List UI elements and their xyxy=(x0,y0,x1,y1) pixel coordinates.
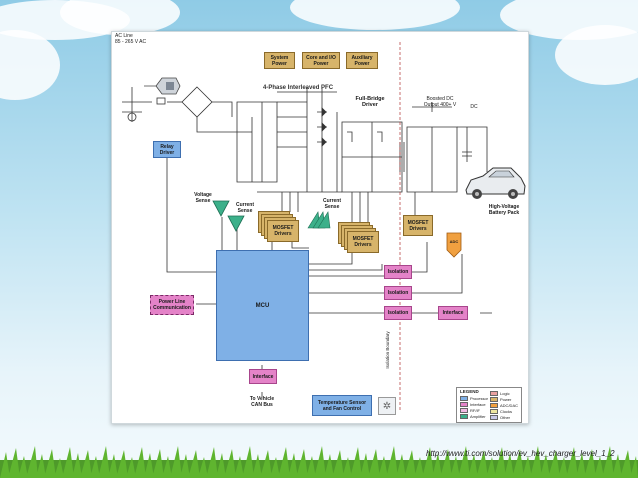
current-sense-label: Current Sense xyxy=(235,202,255,214)
adc-label: ADC xyxy=(449,239,459,244)
isolation-box-3: Isolation xyxy=(384,306,412,320)
cloud xyxy=(290,0,460,30)
ev-car-icon xyxy=(465,167,526,199)
legend-swatch xyxy=(490,403,498,409)
dc-label: DC xyxy=(470,104,478,110)
legend-swatch xyxy=(490,409,498,415)
core-io-power-box: Core and I/O Power xyxy=(302,52,340,69)
cloud xyxy=(60,0,180,35)
legend-swatch xyxy=(490,391,498,397)
source-url[interactable]: http://www.ti.com/solution/ev_hev_charge… xyxy=(426,449,615,458)
ac-plug-icon xyxy=(144,77,181,95)
isolation-box-1: Isolation xyxy=(384,265,412,279)
voltage-sense-label: Voltage Sense xyxy=(194,192,212,204)
cloud xyxy=(0,30,60,100)
mosfet-drivers-output: MOSFET Drivers xyxy=(403,215,433,236)
legend-item: Logic xyxy=(490,391,510,397)
mosfet-drivers-bridge: MOSFET Drivers xyxy=(347,231,379,253)
relay-driver-box: Relay Driver xyxy=(153,141,181,158)
legend-item: ADC/DAC xyxy=(490,403,518,409)
to-vehicle-can-label: To Vehicle CAN Bus xyxy=(249,396,275,408)
mosfet-drivers-pfc: MOSFET Drivers xyxy=(267,220,299,242)
cloud xyxy=(555,25,638,85)
isolation-boundary-label: Isolation Boundary xyxy=(385,331,390,369)
hv-battery-label: High-Voltage Battery Pack xyxy=(488,204,520,216)
legend-item: RF/IF xyxy=(460,408,480,414)
ac-line-label: AC Line 85 - 265 V AC xyxy=(115,33,147,45)
legend-swatch xyxy=(460,408,468,414)
grass-border xyxy=(0,446,638,478)
circuit-wiring xyxy=(122,42,492,412)
interface-box-right: Interface xyxy=(438,306,468,320)
legend-item: Other xyxy=(490,415,510,421)
auxiliary-power-box: Auxiliary Power xyxy=(346,52,378,69)
legend-swatch xyxy=(490,397,498,403)
system-power-box: System Power xyxy=(264,52,295,69)
full-bridge-title: Full-Bridge Driver xyxy=(355,96,385,108)
legend-item: Clocks xyxy=(490,409,512,415)
power-line-communication-box: Power Line Communication xyxy=(150,295,194,315)
current-amplifier-bank-icon xyxy=(307,211,331,229)
temperature-sensor-box: Temperature Sensor and Fan Control xyxy=(312,395,372,416)
block-diagram-panel: AC Line 85 - 265 V AC System Power Core … xyxy=(111,31,529,424)
voltage-amplifier-icon xyxy=(212,200,230,217)
legend: LEGEND Processor Interface RF/IF Amplifi… xyxy=(456,387,522,423)
interface-box-can: Interface xyxy=(249,369,277,384)
current-sense-label-2: Current Sense xyxy=(322,198,342,210)
legend-item: Interface xyxy=(460,402,486,408)
legend-item: Amplifier xyxy=(460,414,486,420)
mcu-block: MCU xyxy=(216,250,309,361)
legend-swatch xyxy=(460,396,468,402)
adc-block xyxy=(446,232,462,258)
legend-item: Processor xyxy=(460,396,488,402)
current-amplifier-icon xyxy=(227,215,245,232)
legend-swatch xyxy=(460,402,468,408)
legend-swatch xyxy=(460,414,468,420)
legend-title: LEGEND xyxy=(460,389,479,394)
pfc-title: 4-Phase Interleaved PFC xyxy=(263,85,334,91)
legend-item: Power xyxy=(490,397,511,403)
boosted-dc-label: Boosted DC Output 400+ V xyxy=(423,96,457,108)
legend-swatch xyxy=(490,415,498,421)
fan-icon: ✲ xyxy=(378,397,396,415)
isolation-box-2: Isolation xyxy=(384,286,412,300)
